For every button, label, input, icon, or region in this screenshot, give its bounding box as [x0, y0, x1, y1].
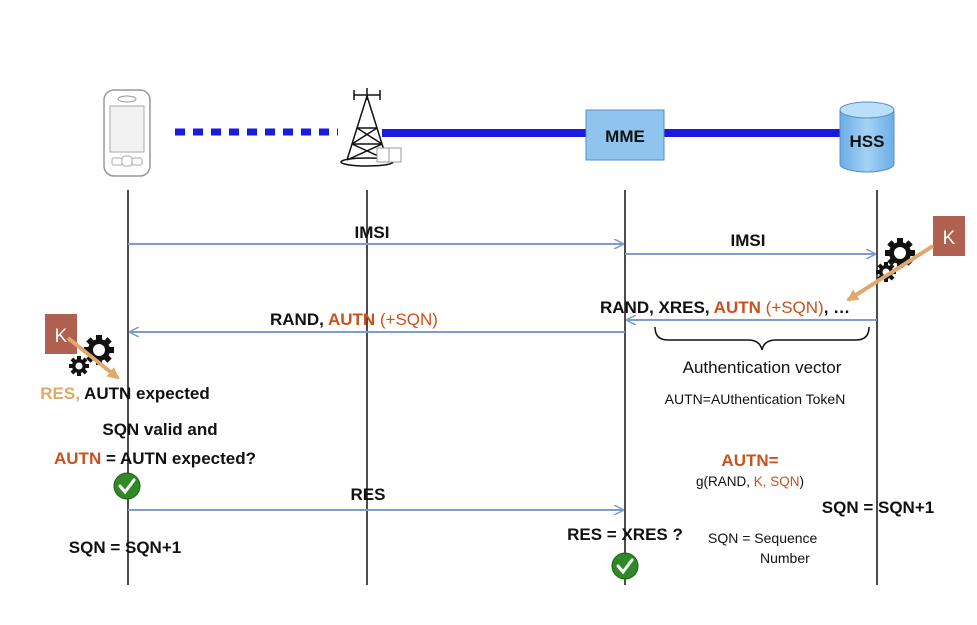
- hss-sqn-update: SQN = SQN+1: [822, 498, 934, 517]
- ue-sqn-update: SQN = SQN+1: [69, 538, 181, 557]
- imsi-label-2: IMSI: [731, 231, 766, 250]
- mme-label: MME: [605, 127, 645, 146]
- autn-eq-label: AUTN=: [721, 451, 778, 470]
- res-xres-check: RES = XRES ?: [567, 525, 683, 544]
- cell-tower-icon: [340, 88, 402, 167]
- hss-label: HSS: [850, 132, 885, 151]
- res-label: RES: [351, 485, 386, 504]
- key-input-arrow-ue: [66, 336, 120, 380]
- autn-function: g(RAND, K, SQN): [696, 474, 804, 489]
- vector-label: RAND, XRES, AUTN (+SQN), …: [600, 298, 850, 317]
- lifelines: [127, 190, 878, 585]
- mobile-phone-icon: [103, 89, 151, 177]
- svg-text:K: K: [943, 228, 956, 249]
- vector-brace: [654, 326, 870, 351]
- sqn-legend-line1: SQN = Sequence: [708, 530, 818, 546]
- auth-vector-label: Authentication vector: [683, 358, 842, 377]
- database-icon: HSS: [839, 101, 895, 173]
- ue-key: K: [45, 314, 77, 354]
- autn-definition: AUTN=AUthentication TokeN: [665, 391, 846, 407]
- res-autn-expected: RES, AUTN expected: [40, 384, 209, 403]
- sqn-valid-text: SQN valid and: [102, 420, 217, 439]
- sqn-legend-line2: Number: [760, 550, 810, 566]
- svg-text:K: K: [55, 326, 68, 347]
- key-input-arrow-hss: [846, 244, 935, 302]
- check-circle-icon: [611, 552, 639, 580]
- imsi-label-1: IMSI: [355, 223, 390, 242]
- challenge-label: RAND, AUTN (+SQN): [270, 310, 438, 329]
- hss-key: K: [933, 216, 965, 256]
- mme-node: MME: [585, 109, 665, 161]
- check-circle-icon: [113, 472, 141, 500]
- autn-check-text: AUTN = AUTN expected?: [54, 449, 256, 468]
